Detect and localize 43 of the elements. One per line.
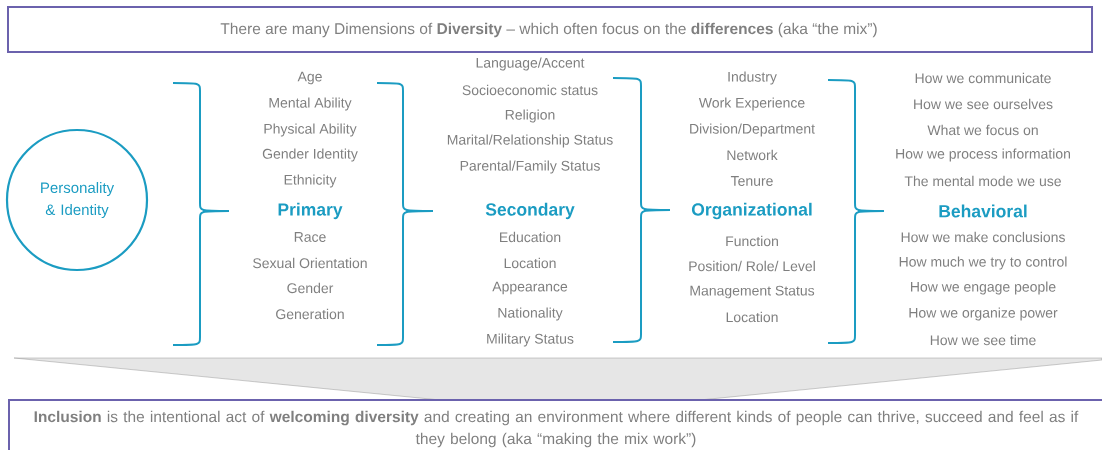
dimension-label: Tenure [730, 176, 773, 186]
category-heading: Organizational [691, 202, 812, 220]
dimension-label: Gender Identity [262, 148, 358, 162]
dimension-label: Sexual Orientation [253, 257, 367, 269]
dimension-label: Gender [287, 282, 334, 294]
dimension-label: Generation [276, 308, 344, 320]
dimension-label: How we communicate [915, 72, 1051, 84]
dimension-label: Socioeconomic status [462, 84, 598, 96]
dimension-label: Age [297, 71, 322, 85]
dimension-label: How we process information [896, 148, 1070, 162]
dimension-label: Network [727, 149, 778, 161]
banner-box: Inclusion is the intentional act of welcoming diversity and creating an environment where different kinds of people can thrive, succeed and feel as if they belong (aka “making the mix work”) [8, 399, 1102, 450]
dimension-label: Parental/Family Status [460, 160, 600, 174]
category-heading: Primary [278, 202, 343, 220]
dimension-label: How much we try to control [899, 256, 1067, 270]
dimension-label: Ethnicity [284, 174, 337, 188]
dimension-label: Religion [505, 109, 555, 123]
dimension-label: Location [726, 311, 778, 323]
dimension-label: Physical Ability [264, 123, 357, 137]
dimension-label: Work Experience [698, 97, 805, 111]
dimension-label: How we make conclusions [901, 231, 1065, 243]
dimension-label: Industry [728, 71, 777, 85]
dimension-label: How we see time [930, 334, 1036, 346]
dimension-label: How we organize power [909, 307, 1058, 321]
dimension-label: Division/Department [690, 123, 815, 137]
dimension-label: Appearance [492, 281, 568, 295]
dimension-label: Military Status [487, 333, 574, 347]
dimension-label: Education [500, 231, 561, 243]
dimension-label: Location [504, 257, 556, 269]
dimension-label: The mental mode we use [904, 175, 1061, 187]
dimension-label: How we see ourselves [914, 98, 1053, 110]
dimension-label: Management Status [690, 285, 815, 299]
category-heading: Behavioral [939, 204, 1027, 218]
dimension-label: Mental Ability [269, 97, 352, 111]
dimension-label: Nationality [498, 307, 563, 321]
dimension-label: Function [726, 235, 778, 247]
dimension-label: Marital/Relationship Status [447, 134, 613, 148]
category-heading: Secondary [485, 202, 575, 220]
dimension-label: Race [294, 232, 326, 242]
dimension-label: Position/ Role/ Level [689, 260, 815, 272]
dimension-label: What we focus on [927, 124, 1038, 136]
banner-box: There are many Dimensions of Diversity – which often focus on the differences (aka “the mix”) [7, 6, 1093, 53]
dimension-label: How we engage people [911, 281, 1056, 295]
